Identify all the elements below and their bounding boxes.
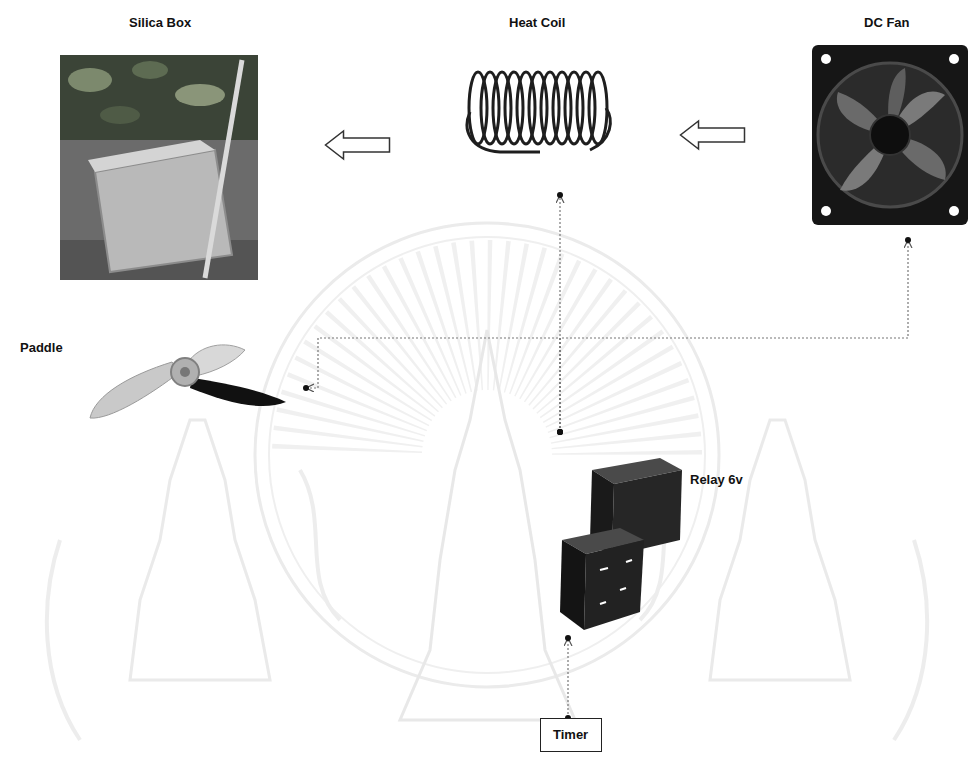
node-label: Timer xyxy=(553,727,588,743)
wire-dot xyxy=(557,429,563,435)
node-label: Heat Coil xyxy=(509,15,565,31)
node-label: Paddle xyxy=(20,340,63,356)
wire-dot xyxy=(557,429,563,435)
heat-coil: Heat Coil xyxy=(455,12,620,195)
wire-connector xyxy=(306,338,560,432)
wire-dot xyxy=(557,429,563,435)
wire-connector xyxy=(560,240,908,432)
wire-connector xyxy=(559,195,560,432)
node-label: DC Fan xyxy=(864,15,910,31)
dc-fan: DC Fan xyxy=(805,12,968,240)
heat-coil-drawing xyxy=(467,72,610,152)
wire-dot xyxy=(905,237,911,243)
wire-connector xyxy=(567,638,568,718)
silica-box: Silica Box xyxy=(60,12,260,284)
flow-arrow xyxy=(681,121,745,149)
relay-drawing xyxy=(560,458,682,630)
silica-box-photo xyxy=(60,55,258,280)
relay: Relay 6v xyxy=(555,432,765,638)
node-label: Relay 6v xyxy=(690,472,743,488)
timer-box: Timer xyxy=(540,718,602,752)
wire-dot xyxy=(303,385,309,391)
flow-arrow xyxy=(326,131,390,159)
watermark-emblem xyxy=(47,223,927,740)
wire-dot xyxy=(557,192,563,198)
node-label: Silica Box xyxy=(129,15,191,31)
paddle: Paddle xyxy=(14,332,306,450)
dc-fan-drawing xyxy=(812,45,968,225)
paddle-drawing xyxy=(90,345,286,418)
wire-dot xyxy=(565,635,571,641)
